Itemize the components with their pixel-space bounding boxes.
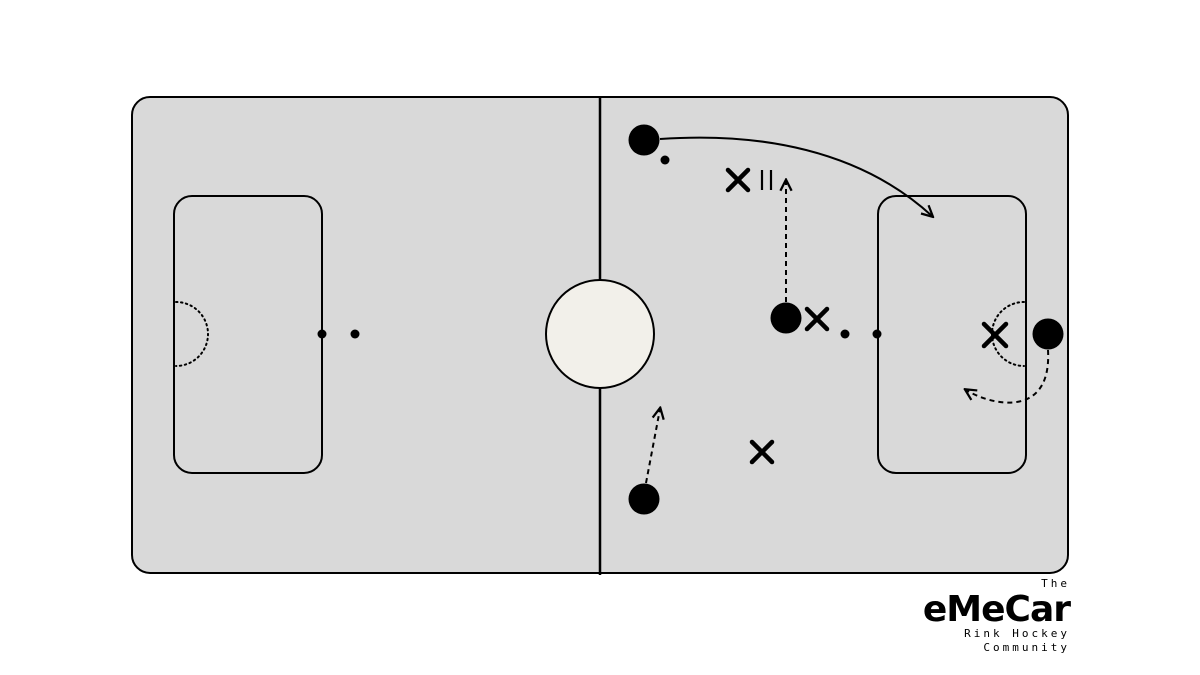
goalkeeper-marker — [981, 321, 1009, 349]
run-arrow-bottom — [645, 409, 660, 484]
defender-center-marker — [804, 306, 830, 332]
left-goal-arc — [175, 301, 209, 367]
logo-the: The — [1041, 577, 1070, 590]
attacker-bottom-player — [628, 483, 660, 515]
logo-tagline-2: Community — [983, 641, 1070, 654]
ball — [660, 155, 670, 165]
logo-name: eMeCar — [922, 589, 1071, 630]
attacker-goal-line-player — [1032, 318, 1064, 350]
right-penalty-spot — [872, 329, 882, 339]
logo-tagline-1: Rink Hockey — [964, 627, 1070, 640]
left-free-hit-spot — [350, 329, 360, 339]
pass-arrow — [659, 136, 932, 216]
right-free-hit-spot — [840, 329, 850, 339]
left-penalty-spot — [317, 329, 327, 339]
attacker-top-player — [628, 124, 660, 156]
defender-top-marker — [725, 167, 751, 193]
defender-bottom-marker — [749, 439, 775, 465]
screen-marker — [760, 170, 773, 190]
center-circle — [545, 279, 655, 389]
attacker-center-player — [770, 302, 802, 334]
run-arrow-goal-line — [966, 349, 1050, 404]
